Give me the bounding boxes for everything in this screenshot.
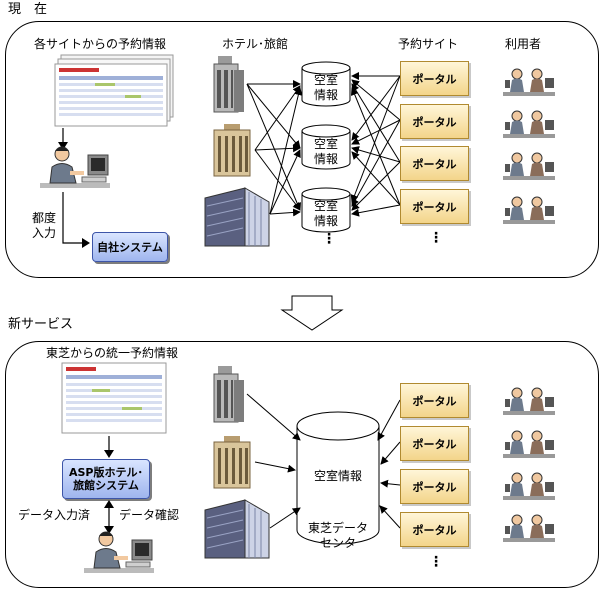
portal-button-b4: ポータル [400,512,469,547]
screenshot-icon [61,362,167,434]
vacancy-info-label: 空室情報 [313,469,362,483]
new-service-subtitle: 東芝からの統一予約情報 [46,346,179,360]
data-confirm-label: データ確認 [119,508,180,522]
vacancy-db-3 [301,187,351,233]
own-system-box: 自社システム [92,232,168,262]
manual-label-line1: 都度 [32,211,57,225]
user-icon [503,110,555,138]
manual-input-label: 都度 入力 [32,211,56,241]
new-service-heading: 新サービス [8,317,74,332]
asp-line1: ASP版ホテル･ [69,466,143,479]
vacancy-db-2 [301,124,351,170]
input-done-label: データ入力済 [18,508,91,522]
building-icon [204,499,270,559]
user-icon [503,387,555,415]
user-icon [84,531,154,573]
user-icon [40,146,110,188]
user-icon [503,152,555,180]
asp-system-box: ASP版ホテル･ 旅館システム [62,459,150,499]
operator-person-bottom [84,530,154,578]
current-heading: 現 在 [8,2,48,17]
building-icon [204,187,270,247]
hotels-label: ホテル･旅館 [222,37,289,51]
building-classic [210,124,254,177]
user-icon [503,430,555,458]
db-label-line1: 空室 [313,199,338,213]
user-icon [503,68,555,96]
building-icon [213,56,244,113]
building-icon [213,124,251,177]
screenshot-icon [54,54,174,127]
more-portals-bottom: ⋮ [429,554,443,570]
transition-arrow-icon [280,295,344,331]
portal-button-1: ポータル [400,61,469,96]
db-label-line2: 情報 [313,88,338,102]
portal-button-b1: ポータル [400,383,469,418]
user-icon [503,472,555,500]
portal-button-3: ポータル [400,146,469,181]
toshiba-data-center-db [296,411,380,545]
operator-person [40,145,110,193]
portal-button-b2: ポータル [400,426,469,461]
portal-button-2: ポータル [400,104,469,139]
building-icon [213,366,244,423]
db-label-line1: 空室 [313,73,338,87]
db-label-line1: 空室 [313,137,338,151]
user-icon [503,514,555,542]
vacancy-db-3-label: 空室 情報 [301,199,351,229]
screenshot-stack [54,54,175,127]
building-tall [210,56,246,113]
to-own-system-arrow [62,192,90,248]
dc-line1: 東芝データ [307,521,368,535]
building-modern [204,187,271,247]
building-modern-bottom [204,499,271,559]
top-connection-arrows [246,72,401,217]
reservation-sites-label: 予約サイト [398,37,459,51]
vacancy-db-2-label: 空室 情報 [301,137,351,167]
vacancy-db-1-label: 空室 情報 [301,73,351,103]
down-arrow-icon [58,128,68,150]
asp-line2: 旅館システム [73,479,139,492]
users-label: 利用者 [505,37,542,51]
building-icon [213,436,251,489]
portal-button-4: ポータル [400,189,469,224]
bidirectional-arrow-icon [104,500,114,534]
data-center-label: 東芝データ センタ [296,521,380,551]
unified-screenshot [61,362,168,435]
user-icon [503,196,555,224]
building-tall-bottom [210,366,246,423]
current-subtitle: 各サイトからの予約情報 [34,37,167,51]
building-classic-bottom [210,436,254,489]
manual-label-line2: 入力 [32,226,57,240]
down-arrow-icon [104,436,114,458]
db-label-line2: 情報 [313,152,338,166]
dc-line2: センタ [319,536,356,550]
vacancy-db-1 [301,61,351,107]
db-label-line2: 情報 [313,214,338,228]
portal-button-b3: ポータル [400,469,469,504]
